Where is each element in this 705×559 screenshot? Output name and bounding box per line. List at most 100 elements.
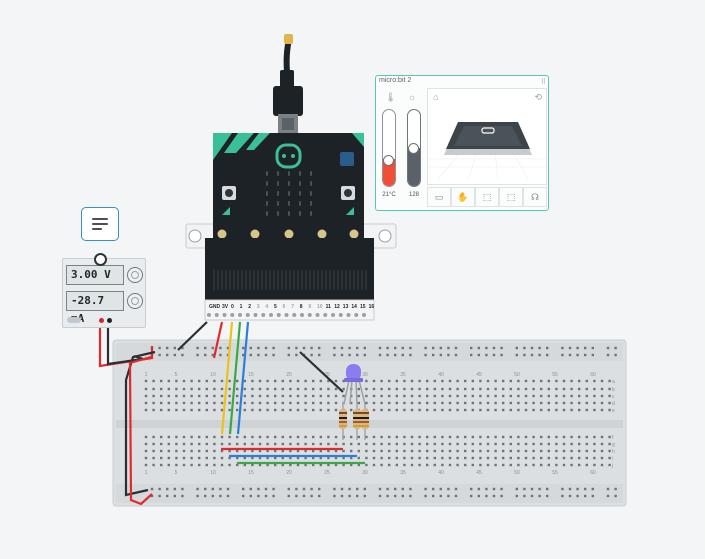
rotate-icon[interactable]: ⟲ [534, 92, 542, 102]
column-number: 40 [438, 372, 444, 378]
gesture-tilt-right[interactable]: ⬚ [475, 187, 499, 207]
gesture-tilt-left[interactable]: ✋ [451, 187, 475, 207]
connector-pin[interactable] [300, 313, 304, 317]
column-number: 30 [362, 372, 368, 378]
edge-pad[interactable] [347, 227, 361, 241]
pin-label: 11 [326, 304, 332, 310]
pin-label: 4 [265, 304, 268, 310]
column-number: 25 [324, 372, 330, 378]
connector-pin[interactable] [245, 313, 250, 317]
microbit-board[interactable] [213, 133, 364, 243]
voltage-knob[interactable] [127, 267, 143, 283]
gesture-buttons[interactable]: ▭ ✋ ⬚ ⬚ ☊ [427, 187, 547, 207]
pin-label: 5 [274, 304, 277, 310]
column-number: 45 [476, 372, 482, 378]
connector-pin[interactable] [362, 313, 366, 317]
led [288, 191, 290, 196]
voltage-display: 3.00 V [66, 265, 124, 285]
gesture-shake[interactable]: ▭ [427, 187, 451, 207]
edge-pad[interactable] [248, 227, 262, 241]
column-number: 5 [175, 470, 178, 476]
current-knob[interactable] [127, 293, 143, 309]
led [310, 201, 312, 206]
led [299, 211, 301, 216]
led [277, 201, 279, 206]
temperature-slider-knob[interactable] [383, 154, 394, 166]
simulator-panel[interactable]: micro:bit 2 ⠿ 🌡 ☼ 21°C 128 ⌂ ⟲ ▭ ✋ ⬚ ⬚ [375, 75, 549, 211]
power-supply[interactable]: 3.00 V -28.7 mA [62, 258, 146, 328]
pin-label: 7 [291, 304, 294, 310]
note-bubble[interactable] [81, 207, 119, 241]
wires[interactable] [98, 321, 365, 506]
light-slider-knob[interactable] [408, 143, 419, 154]
connector-pin[interactable] [323, 313, 328, 317]
connector-pin[interactable] [354, 313, 359, 317]
connector-pin[interactable] [315, 313, 320, 317]
temperature-value: 21°C [382, 192, 396, 198]
rgb-led[interactable] [343, 364, 366, 405]
column-number: 10 [210, 372, 216, 378]
connector-pin[interactable] [276, 313, 281, 317]
led [299, 201, 301, 206]
connector-pin[interactable] [338, 313, 343, 317]
row-letter: d [612, 401, 615, 407]
negative-terminal[interactable] [107, 318, 112, 323]
connector-pin[interactable] [284, 313, 289, 317]
edge-pad[interactable] [215, 227, 229, 241]
connector-pin[interactable] [261, 313, 266, 317]
temperature-slider[interactable] [382, 109, 396, 187]
led [310, 211, 312, 216]
drag-handle-icon[interactable]: ⠿ [540, 79, 546, 86]
pin-label: 9 [308, 304, 311, 310]
row-letter: j [611, 463, 613, 469]
edge-pad[interactable] [315, 227, 329, 241]
positive-terminal[interactable] [99, 318, 104, 323]
edge-pad[interactable] [282, 227, 296, 241]
row-letter: h [612, 449, 615, 455]
column-number: 15 [248, 372, 254, 378]
connector-pin[interactable] [331, 313, 335, 317]
column-number: 60 [590, 470, 596, 476]
gesture-freefall[interactable]: ☊ [523, 187, 547, 207]
connector-pin[interactable] [269, 313, 273, 317]
resistors[interactable] [339, 402, 369, 440]
connector-pin[interactable] [292, 313, 297, 317]
pin-label-gnd: GND [209, 304, 221, 310]
led-matrix [266, 171, 312, 216]
connector-pin[interactable] [346, 313, 351, 317]
connector-pin[interactable] [230, 313, 235, 317]
connector-pin[interactable] [238, 313, 242, 317]
note-pin[interactable] [94, 253, 107, 266]
connector-pin[interactable] [222, 313, 227, 317]
resistor-3 [361, 402, 369, 440]
button-a[interactable] [222, 186, 236, 200]
power-switch[interactable] [67, 317, 81, 323]
button-b[interactable] [341, 186, 355, 200]
led [266, 181, 268, 186]
pin-label: 3 [257, 304, 260, 310]
led [266, 171, 268, 176]
row-letter: f [612, 435, 614, 441]
led [288, 211, 290, 216]
pin-label: 8 [300, 304, 303, 310]
column-number: 25 [324, 470, 330, 476]
connector-pin[interactable] [253, 313, 258, 317]
home-icon[interactable]: ⌂ [433, 92, 439, 102]
column-number: 50 [514, 470, 520, 476]
led [266, 201, 268, 206]
pin-label: 13 [343, 304, 349, 310]
pin-label: 10 [317, 304, 323, 310]
connector-pin[interactable] [307, 313, 312, 317]
accelerometer-view[interactable]: ⌂ ⟲ [427, 88, 547, 185]
gesture-face-up[interactable]: ⬚ [499, 187, 523, 207]
connector-pin[interactable] [214, 313, 219, 317]
led [310, 181, 312, 186]
column-number: 30 [362, 470, 368, 476]
connector-pin[interactable] [207, 313, 211, 317]
pin-label: 1 [240, 304, 243, 310]
